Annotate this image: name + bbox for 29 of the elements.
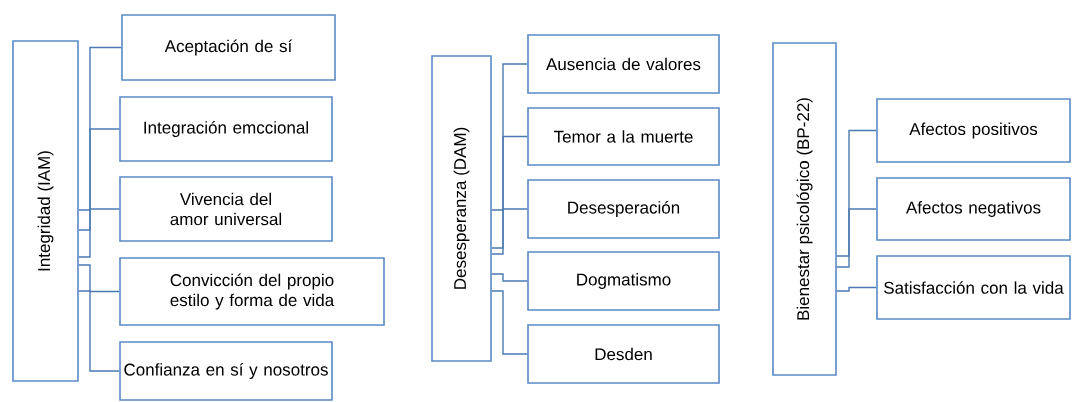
connector [491, 135, 528, 249]
item-box: Afectos negativos [876, 177, 1071, 241]
connector [491, 63, 528, 211]
item-box: Aceptación de sí [121, 14, 336, 81]
connector [78, 46, 122, 211]
item-box: Satisfacción con la vida [876, 255, 1071, 320]
item-box: Convicción del propio estilo y forma de vida [119, 257, 385, 326]
item-box: Integración emccional [119, 96, 333, 162]
connector [836, 129, 877, 257]
connector [491, 290, 528, 355]
connector [78, 208, 120, 258]
item-box: Vivencia del amor universal [119, 176, 333, 242]
item-box: Temor a la muerte [527, 107, 720, 166]
category-box: Desesperanza (DAM) [431, 55, 492, 362]
item-box: Confianza en sí y nosotros [119, 341, 333, 401]
connector [836, 286, 877, 292]
connector [836, 208, 877, 268]
item-box: Ausencia de valores [527, 34, 720, 94]
connector [491, 208, 528, 255]
connector [491, 273, 528, 282]
item-box: Dogmatismo [527, 251, 720, 311]
connector [78, 290, 120, 372]
item-box: Desesperación [527, 179, 720, 239]
connector [78, 128, 120, 231]
category-box: Integridad (IAM) [12, 40, 79, 382]
item-box: Afectos positivos [876, 98, 1071, 163]
category-box: Bienestar psicológico (BP-22) [772, 42, 837, 376]
connector [78, 264, 120, 293]
item-box: Desden [527, 324, 720, 384]
